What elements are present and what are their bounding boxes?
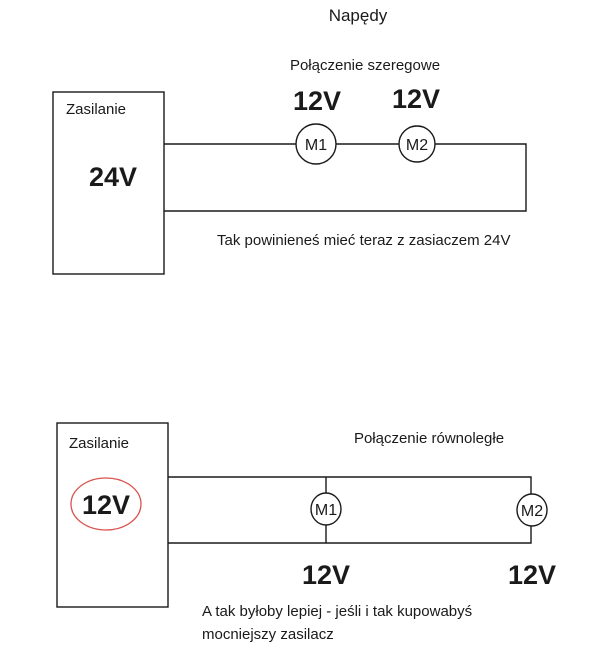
parallel-motor1-voltage: 12V — [302, 560, 350, 590]
series-motor1-symbol — [295, 123, 337, 165]
parallel-motor2-symbol — [516, 493, 548, 527]
series-motor1-voltage: 12V — [293, 86, 341, 116]
series-motor2-voltage: 12V — [392, 84, 440, 114]
series-note: Tak powinieneś mieć teraz z zasiaczem 24… — [217, 232, 510, 249]
series-heading: Połączenie szeregowe — [290, 57, 440, 74]
parallel-motor2-label: M2 — [521, 503, 543, 520]
parallel-connection-section: Połączenie równoległe Zasilanie 12V M1 1… — [56, 422, 556, 643]
series-circuit-wire — [164, 143, 527, 212]
parallel-motor1-symbol — [310, 492, 342, 526]
parallel-voltage-highlight — [70, 477, 142, 531]
parallel-circuit-wire-outer — [168, 476, 532, 544]
parallel-supply-voltage: 12V — [82, 490, 130, 520]
parallel-power-supply — [56, 422, 169, 608]
parallel-motor1-label: M1 — [315, 502, 337, 519]
parallel-note-line1: A tak byłoby lepiej - jeśli i tak kupowa… — [202, 603, 472, 620]
series-power-supply — [52, 91, 165, 275]
parallel-note-line2: mocniejszy zasilacz — [202, 626, 334, 643]
page-title: Napędy — [329, 6, 388, 25]
series-motor2-symbol — [398, 125, 436, 163]
series-supply-voltage: 24V — [89, 162, 137, 192]
parallel-supply-label: Zasilanie — [69, 435, 129, 452]
series-supply-label: Zasilanie — [66, 101, 126, 118]
series-connection-section: Połączenie szeregowe Zasilanie 24V 12V M… — [52, 57, 527, 275]
series-motor2-label: M2 — [406, 137, 428, 154]
series-motor1-label: M1 — [305, 137, 327, 154]
parallel-motor2-voltage: 12V — [508, 560, 556, 590]
parallel-heading: Połączenie równoległe — [354, 430, 504, 447]
